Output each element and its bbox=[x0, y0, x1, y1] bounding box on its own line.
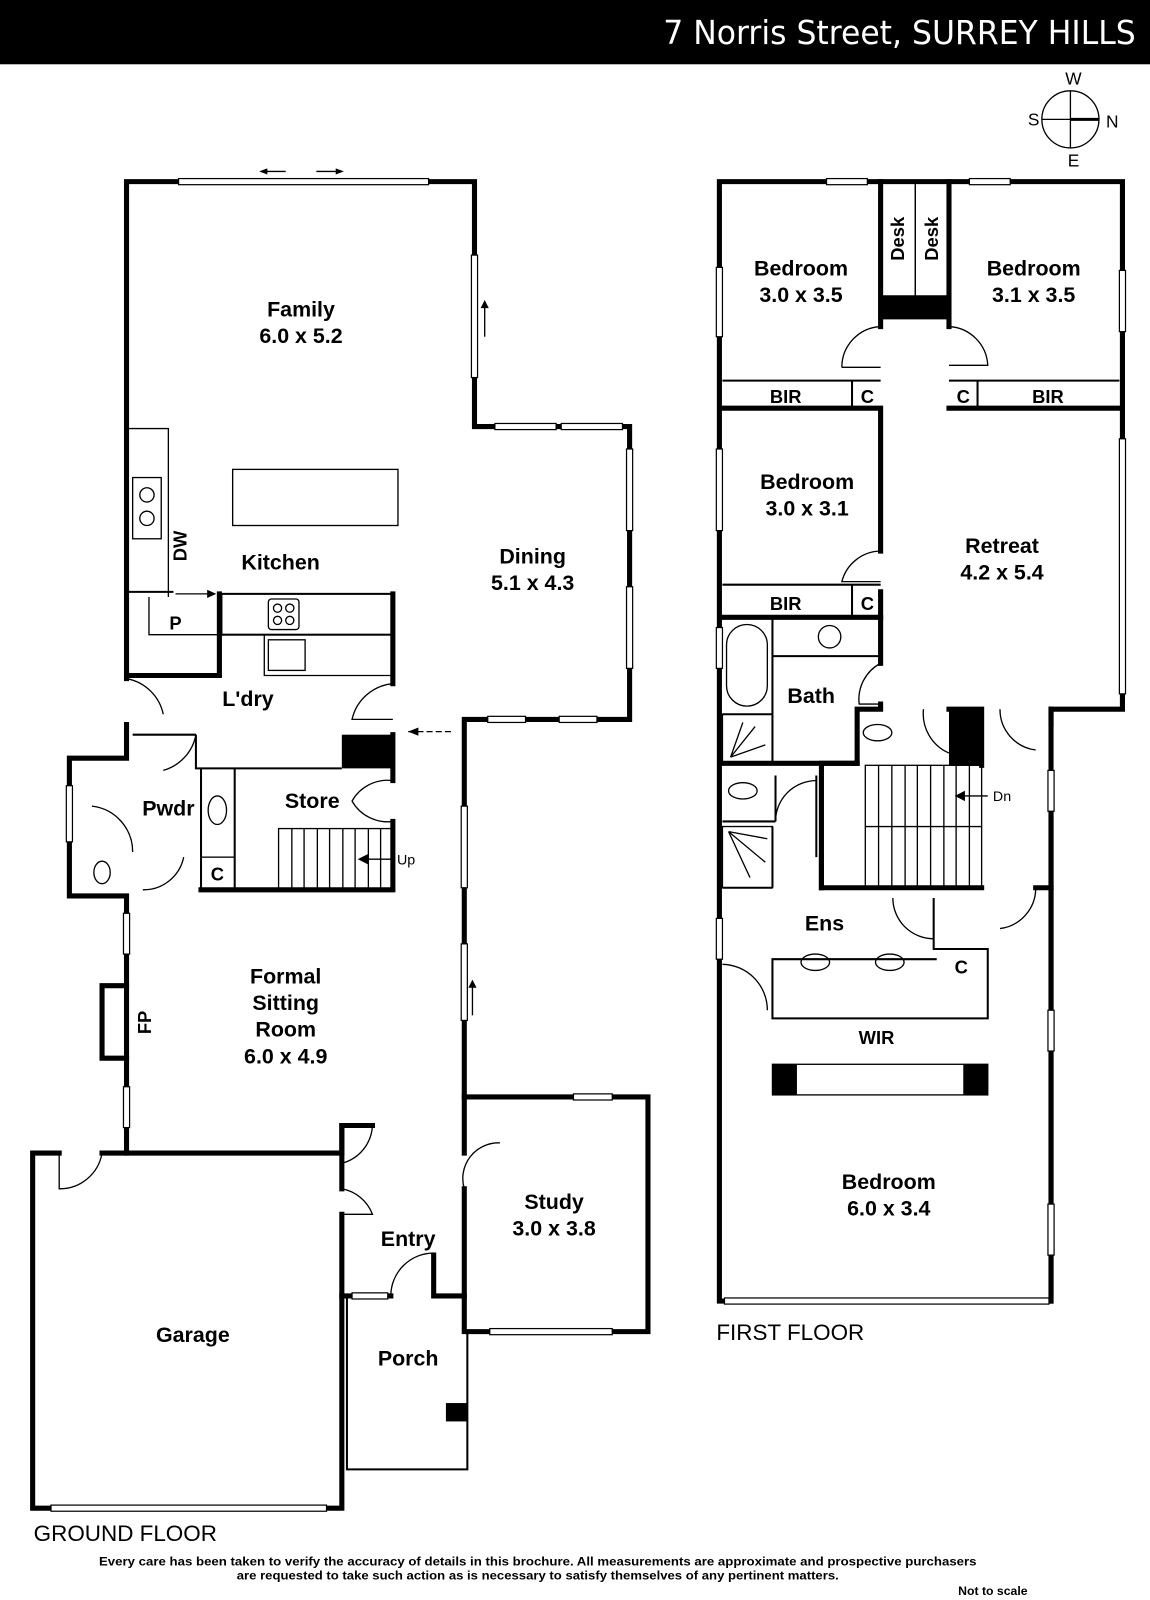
cupboard-ne-label: C bbox=[957, 386, 970, 407]
master-bedroom-size: 6.0 x 3.4 bbox=[847, 1196, 930, 1220]
shower-icon bbox=[721, 713, 774, 764]
wir-label: WIR bbox=[859, 1027, 895, 1048]
dining-label: Dining bbox=[499, 544, 566, 568]
first-floor-windows bbox=[715, 177, 1127, 1305]
porch-label: Porch bbox=[378, 1346, 439, 1370]
desk-column bbox=[880, 295, 949, 320]
first-floor-walls bbox=[716, 179, 1125, 1304]
first-column bbox=[948, 709, 982, 766]
disclaimer-line-2: are requested to take such action as is … bbox=[237, 1569, 839, 1583]
study-label: Study bbox=[524, 1190, 584, 1214]
property-address: 7 Norris Street, SURREY HILLS bbox=[663, 14, 1135, 52]
family-label: Family bbox=[267, 297, 335, 321]
ground-floor-title: GROUND FLOOR bbox=[34, 1521, 217, 1546]
bir-mid-label: BIR bbox=[770, 593, 802, 614]
family-size: 6.0 x 5.2 bbox=[259, 324, 342, 348]
cupboard-label: C bbox=[211, 864, 224, 885]
retreat-size: 4.2 x 5.4 bbox=[960, 561, 1043, 585]
store-label: Store bbox=[285, 789, 340, 813]
bathtub-icon bbox=[725, 623, 769, 707]
ens-toilet-icon bbox=[727, 781, 758, 800]
ensuite-cupboard-label: C bbox=[955, 956, 968, 977]
footer: Every care has been taken to verify the … bbox=[99, 1554, 1028, 1598]
cupboard-nw-label: C bbox=[861, 386, 874, 407]
first-floor-title: FIRST FLOOR bbox=[716, 1320, 864, 1345]
bedroom-nw-size: 3.0 x 3.5 bbox=[759, 283, 842, 307]
compass-north: N bbox=[1106, 112, 1119, 132]
toilet-icon bbox=[862, 723, 893, 742]
wardrobe bbox=[771, 1063, 989, 1096]
sitting-label-1: Formal bbox=[250, 965, 321, 989]
powder-label: Pwdr bbox=[142, 796, 194, 820]
header-bar: 7 Norris Street, SURREY HILLS bbox=[0, 0, 1150, 65]
dining-size: 5.1 x 4.3 bbox=[491, 571, 574, 595]
kitchen-island bbox=[231, 468, 399, 527]
laundry-label: L'dry bbox=[222, 687, 274, 711]
garage-label: Garage bbox=[156, 1323, 230, 1347]
study-size: 3.0 x 3.8 bbox=[512, 1217, 595, 1241]
desk-2-label: Desk bbox=[921, 216, 942, 261]
ground-floor-fixtures bbox=[58, 168, 501, 1296]
compass-east: E bbox=[1068, 150, 1080, 170]
cooktop-icon bbox=[267, 598, 300, 631]
compass-south: S bbox=[1028, 110, 1040, 130]
bir-ne-label: BIR bbox=[1032, 386, 1064, 407]
basin-icon bbox=[207, 795, 228, 826]
retreat-label: Retreat bbox=[965, 534, 1039, 558]
master-bedroom-label: Bedroom bbox=[842, 1170, 936, 1194]
fireplace-label: FP bbox=[134, 1011, 155, 1034]
dishwasher-label: DW bbox=[170, 530, 191, 561]
compass-west: W bbox=[1065, 69, 1082, 89]
ensuite-label: Ens bbox=[805, 912, 844, 936]
stairs-down bbox=[864, 764, 988, 889]
bath-label: Bath bbox=[787, 684, 835, 708]
ground-floor-labels: Family 6.0 x 5.2 Kitchen DW P Dining 5.1… bbox=[34, 297, 596, 1545]
bedroom-mid-size: 3.0 x 3.1 bbox=[765, 496, 848, 520]
porch-post bbox=[445, 1403, 468, 1422]
ens-shower-icon bbox=[721, 825, 774, 889]
disclaimer-line-1: Every care has been taken to verify the … bbox=[99, 1554, 977, 1568]
stairs-up bbox=[277, 827, 394, 891]
not-to-scale-note: Not to scale bbox=[958, 1584, 1028, 1598]
pantry-label: P bbox=[169, 613, 181, 634]
sitting-label-3: Room bbox=[255, 1018, 316, 1042]
toilet-icon bbox=[93, 860, 111, 885]
stairs-down-label: Dn bbox=[993, 789, 1011, 805]
sitting-label-2: Sitting bbox=[252, 991, 319, 1015]
desk-2 bbox=[914, 180, 950, 297]
laundry-sink-icon bbox=[267, 639, 306, 672]
ground-column bbox=[341, 734, 393, 769]
basin-icon bbox=[817, 624, 842, 649]
bedroom-nw-label: Bedroom bbox=[754, 257, 848, 281]
entry-label: Entry bbox=[381, 1227, 436, 1251]
first-floor-labels: Bedroom 3.0 x 3.5 Desk Desk Bedroom 3.1 … bbox=[716, 216, 1080, 1345]
compass-icon: W S N E bbox=[1028, 69, 1119, 171]
cupboard-mid-label: C bbox=[861, 593, 874, 614]
bedroom-ne-size: 3.1 x 3.5 bbox=[992, 283, 1075, 307]
desk-1-label: Desk bbox=[887, 216, 908, 261]
first-floor-fixtures bbox=[721, 180, 1037, 1096]
stairs-up-label: Up bbox=[397, 852, 415, 868]
sitting-size: 6.0 x 4.9 bbox=[244, 1044, 327, 1068]
bedroom-ne-label: Bedroom bbox=[987, 257, 1081, 281]
ground-floor-windows bbox=[50, 177, 634, 1512]
ground-floor-walls bbox=[30, 179, 651, 1511]
bir-nw-label: BIR bbox=[770, 386, 802, 407]
bedroom-mid-label: Bedroom bbox=[760, 470, 854, 494]
kitchen-label: Kitchen bbox=[241, 550, 320, 574]
kitchen-sink-icon bbox=[131, 476, 162, 540]
